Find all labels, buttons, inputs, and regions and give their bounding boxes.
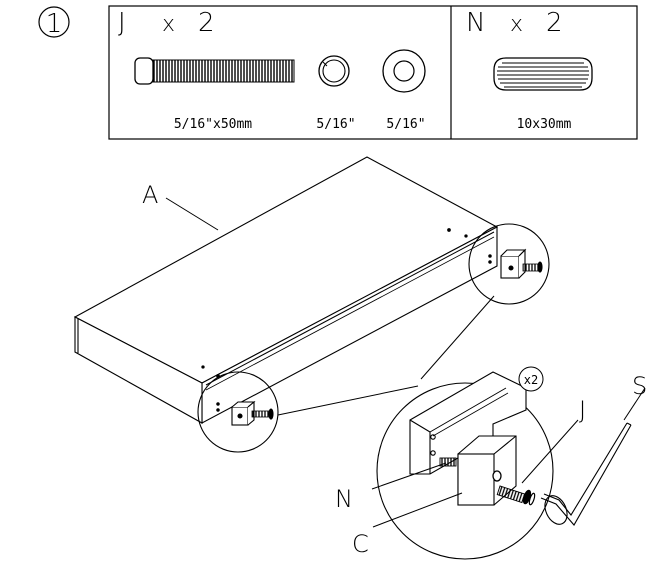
flat-washer-icon xyxy=(382,49,426,93)
panel-a xyxy=(73,156,499,424)
callout-hex-key-s: S xyxy=(632,372,647,400)
bolt-size-label: 5/16"x50mm xyxy=(174,117,252,132)
group-n-label: N xyxy=(466,8,485,38)
zoom-connector-lines xyxy=(277,295,495,416)
callout-bracket-c: C xyxy=(352,530,369,558)
detail-circle-large xyxy=(376,371,554,560)
callout-dowel-n: N xyxy=(335,485,353,513)
bolt-icon xyxy=(134,57,295,85)
parts-box: J x 2 5/16"x50mm 5/16" 5/16" N x 2 xyxy=(108,5,638,140)
step-number: 1 xyxy=(46,9,63,39)
repeat-count: x2 xyxy=(524,373,538,387)
repeat-marker: x2 xyxy=(518,366,544,392)
detail-circle-left xyxy=(197,371,279,453)
group-j-label: J xyxy=(118,8,126,38)
callout-bolt-j: J xyxy=(579,396,586,424)
group-n-times: x xyxy=(510,12,523,37)
flat-washer-size-label: 5/16" xyxy=(386,117,425,132)
step-marker: 1 xyxy=(38,6,70,39)
dowel-size-label: 10x30mm xyxy=(517,117,572,132)
dowel-icon xyxy=(493,57,593,91)
callout-leaders xyxy=(371,387,646,528)
group-j-times: x xyxy=(162,12,175,37)
lock-washer-icon xyxy=(318,55,350,87)
parts-group-j-header: J x 2 xyxy=(118,8,215,38)
detail-circle-right xyxy=(468,223,550,305)
lock-washer-size-label: 5/16" xyxy=(316,117,355,132)
group-j-qty: 2 xyxy=(198,8,215,38)
callout-panel-a: A xyxy=(142,181,158,209)
parts-group-n-header: N x 2 xyxy=(466,8,563,38)
group-n-qty: 2 xyxy=(546,8,563,38)
hex-key-icon xyxy=(540,422,632,526)
